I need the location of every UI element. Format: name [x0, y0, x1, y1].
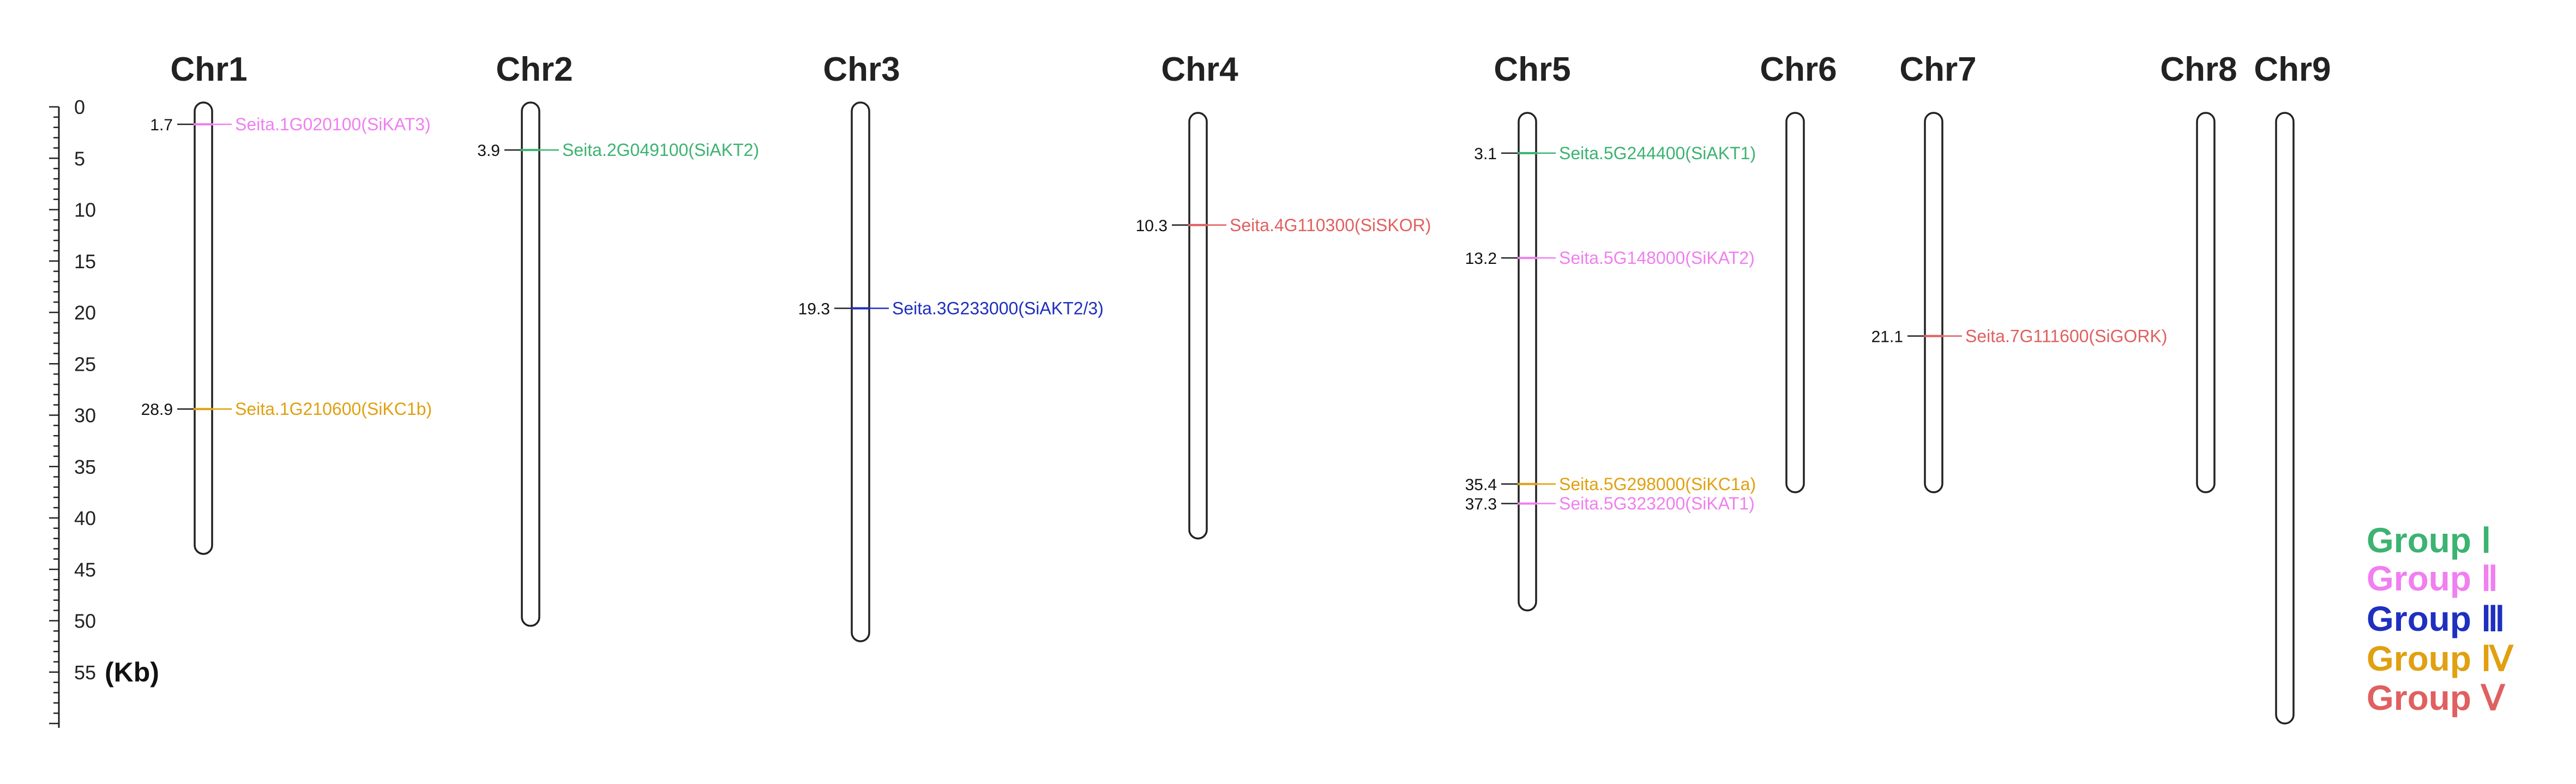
chromosome-body: [1924, 112, 1943, 493]
chromosome-body: [194, 101, 213, 555]
scale-tick-label: 45: [74, 558, 96, 581]
gene-label: Seita.2G049100(SiAKT2): [562, 140, 759, 160]
gene-position-label: 19.3: [798, 300, 830, 318]
scale-tick-label: 50: [74, 610, 96, 632]
chromosome-title: Chr8: [2160, 51, 2237, 88]
gene-label: Seita.7G111600(SiGORK): [1965, 326, 2168, 346]
gene-position-label: 21.1: [1871, 328, 1903, 346]
scale-tick-label: 55: [74, 661, 96, 684]
chromosome-chr6: Chr6: [1760, 51, 1837, 493]
scale-tick-label: 20: [74, 301, 96, 324]
chromosome-title: Chr7: [1899, 51, 1976, 88]
chromosome-body: [521, 101, 540, 627]
chromosome-chr4: Chr4 10.3 Seita.4G110300(SiSKOR): [1136, 51, 1431, 540]
chromosome-title: Chr1: [170, 51, 247, 88]
chromosome-title: Chr2: [496, 51, 573, 88]
gene-position-label: 35.4: [1465, 476, 1497, 494]
gene-position-label: 1.7: [150, 116, 173, 134]
chromosome-body: [2196, 112, 2216, 493]
scale-tick-label: 5: [74, 147, 85, 170]
chromosome-body: [851, 101, 870, 642]
scale-tick-label: 15: [74, 250, 96, 273]
chromosome-chr7: Chr7 21.1 Seita.7G111600(SiGORK): [1871, 51, 2168, 493]
gene-position-label: 10.3: [1136, 217, 1167, 235]
chromosome-body: [2275, 112, 2295, 725]
gene-label: Seita.1G210600(SiKC1b): [235, 399, 432, 419]
chromosome-chr8: Chr8: [2160, 51, 2237, 493]
gene-label: Seita.5G298000(SiKC1a): [1559, 474, 1756, 494]
chromosome-title: Chr3: [823, 51, 900, 88]
scale-tick-label: 35: [74, 456, 96, 478]
scale-tick-label: 10: [74, 199, 96, 221]
chromosome-group: Chr1 1.7 Seita.1G020100(SiKAT3) 28.9 Seita.1…: [141, 51, 2331, 725]
gene-label: Seita.4G110300(SiSKOR): [1230, 215, 1431, 235]
legend-item-group-ii: Group Ⅱ: [2367, 559, 2498, 598]
chromosome-title: Chr9: [2254, 51, 2331, 88]
chromosome-title: Chr4: [1161, 51, 1238, 88]
scale-tick-label: 40: [74, 507, 96, 529]
chromosome-body: [1188, 112, 1208, 540]
chromosome-body: [1518, 112, 1537, 612]
chromosome-body: [1785, 112, 1805, 493]
legend-item-group-iv: Group Ⅳ: [2367, 639, 2514, 678]
scale-tick-label: 30: [74, 405, 96, 427]
chromosome-chr2: Chr2 3.9 Seita.2G049100(SiAKT2): [477, 51, 759, 627]
legend-item-group-v: Group Ⅴ: [2367, 678, 2506, 717]
scale-bar: 0 5 10 15 20 25 30 35 40 45 50 55 (Kb): [49, 96, 159, 728]
gene-position-label: 37.3: [1465, 496, 1497, 514]
gene-label: Seita.3G233000(SiAKT2/3): [892, 298, 1104, 318]
gene-position-label: 28.9: [141, 401, 173, 419]
chromosome-title: Chr5: [1494, 51, 1570, 88]
legend-item-group-iii: Group Ⅲ: [2367, 599, 2505, 638]
gene-label: Seita.1G020100(SiKAT3): [235, 114, 431, 134]
scale-tick-label: 0: [74, 96, 85, 118]
scale-tick-label: 25: [74, 353, 96, 375]
chromosome-chr3: Chr3 19.3 Seita.3G233000(SiAKT2/3): [798, 51, 1104, 642]
gene-position-label: 13.2: [1465, 250, 1497, 268]
scale-unit-label: (Kb): [105, 657, 159, 687]
chromosome-title: Chr6: [1760, 51, 1837, 88]
gene-label: Seita.5G244400(SiAKT1): [1559, 143, 1756, 163]
gene-position-label: 3.1: [1474, 145, 1497, 163]
gene-label: Seita.5G148000(SiKAT2): [1559, 248, 1755, 268]
chromosome-chr1: Chr1 1.7 Seita.1G020100(SiKAT3) 28.9 Seita.1…: [141, 51, 432, 555]
legend-item-group-i: Group Ⅰ: [2367, 521, 2491, 560]
gene-label: Seita.5G323200(SiKAT1): [1559, 494, 1755, 514]
gene-position-label: 3.9: [477, 142, 500, 160]
chromosome-chr9: Chr9: [2254, 51, 2331, 725]
